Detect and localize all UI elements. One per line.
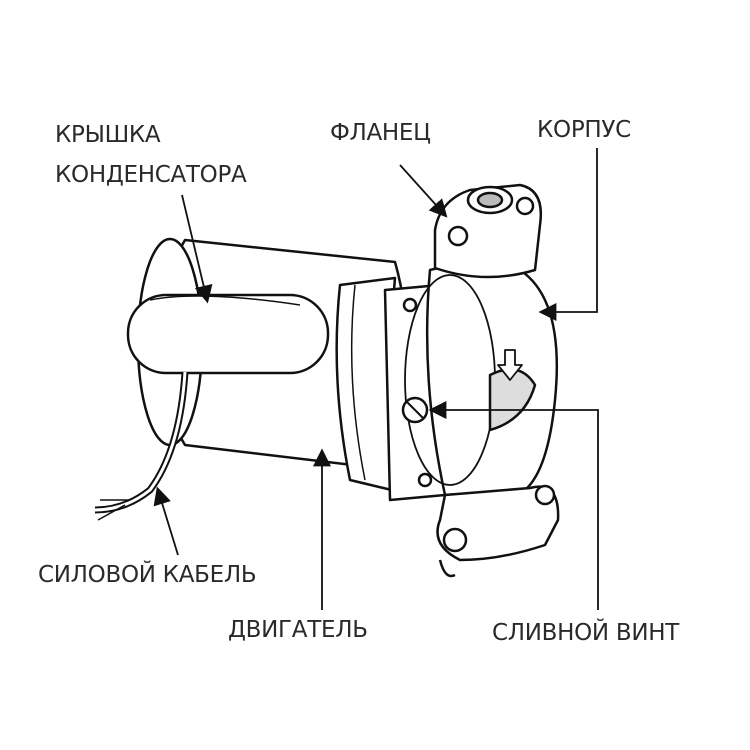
leader-flange — [399, 164, 448, 218]
leader-power-cable — [153, 486, 179, 556]
leader-drain-screw — [428, 401, 599, 610]
label-power-cable: СИЛОВОЙ КАБЕЛЬ — [38, 562, 257, 588]
leader-housing — [538, 148, 598, 321]
top-flange — [433, 183, 543, 279]
label-motor: ДВИГАТЕЛЬ — [228, 617, 368, 643]
label-drain-screw: СЛИВНОЙ ВИНТ — [492, 620, 679, 646]
label-flange: ФЛАНЕЦ — [330, 120, 431, 146]
label-capacitor-cover-line2: КОНДЕНСАТОРА — [55, 162, 247, 188]
label-capacitor-cover-line1: КРЫШКА — [55, 122, 161, 148]
label-housing: КОРПУС — [537, 117, 631, 143]
leader-capacitor-cover — [181, 194, 213, 304]
capacitor-cover — [126, 293, 330, 375]
